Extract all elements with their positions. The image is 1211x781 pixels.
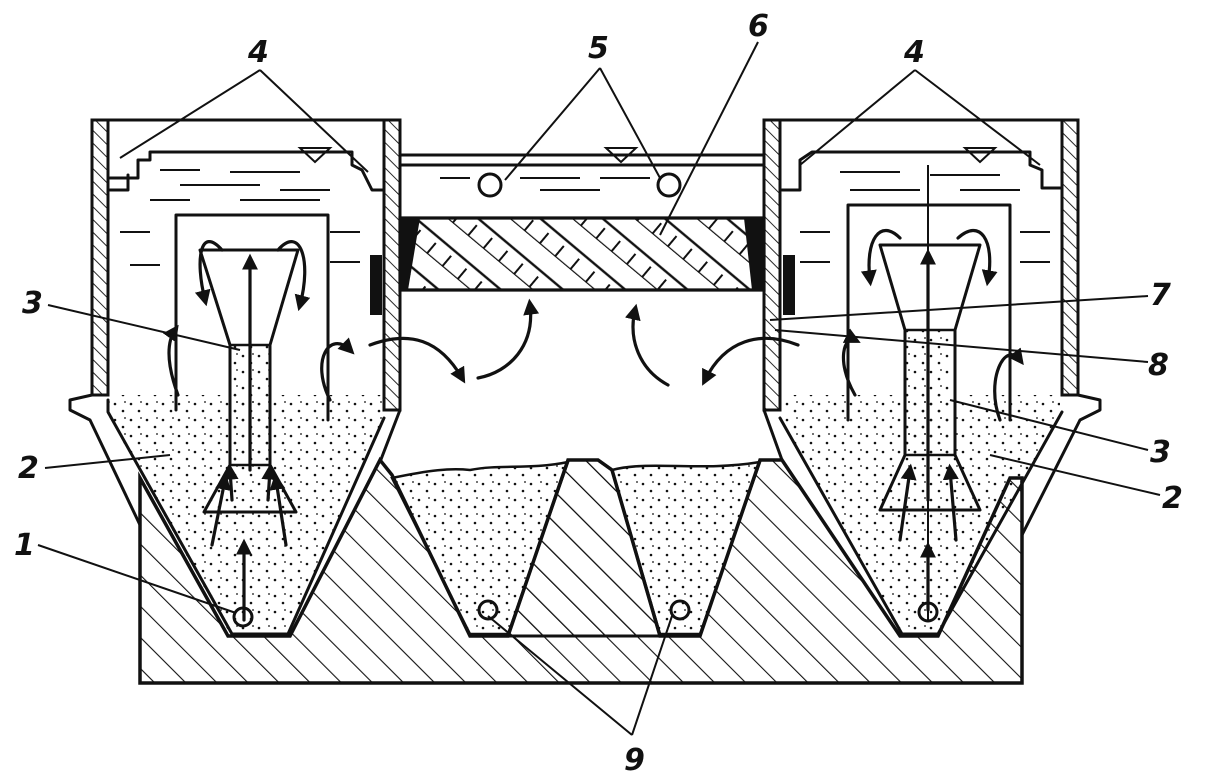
filter-bed — [398, 216, 766, 292]
callout-1: 1 — [14, 528, 35, 563]
callout-2-left: 2 — [18, 451, 39, 486]
filter-chamber — [368, 147, 800, 636]
left-sludge-zone — [108, 395, 384, 634]
sludge-hopper-right — [610, 460, 762, 636]
callout-labels: 3 2 1 4 5 6 4 7 8 3 2 9 — [14, 9, 1183, 778]
callout-9: 9 — [624, 743, 645, 778]
collector-pipe-left — [477, 172, 503, 198]
callout-4-right: 4 — [903, 35, 925, 70]
callout-7: 7 — [1150, 278, 1171, 313]
callout-3-right: 3 — [1150, 435, 1171, 470]
leader-lines — [37, 41, 1161, 736]
callout-8: 8 — [1148, 348, 1169, 383]
sludge-hopper-left — [390, 460, 570, 636]
callout-2-right: 2 — [1162, 481, 1183, 516]
left-clarifier — [68, 118, 402, 636]
callout-3-left: 3 — [22, 286, 43, 321]
collector-pipe-right — [656, 172, 682, 198]
callout-5: 5 — [588, 31, 609, 66]
callout-4-left: 4 — [247, 35, 269, 70]
callout-6: 6 — [748, 9, 769, 44]
